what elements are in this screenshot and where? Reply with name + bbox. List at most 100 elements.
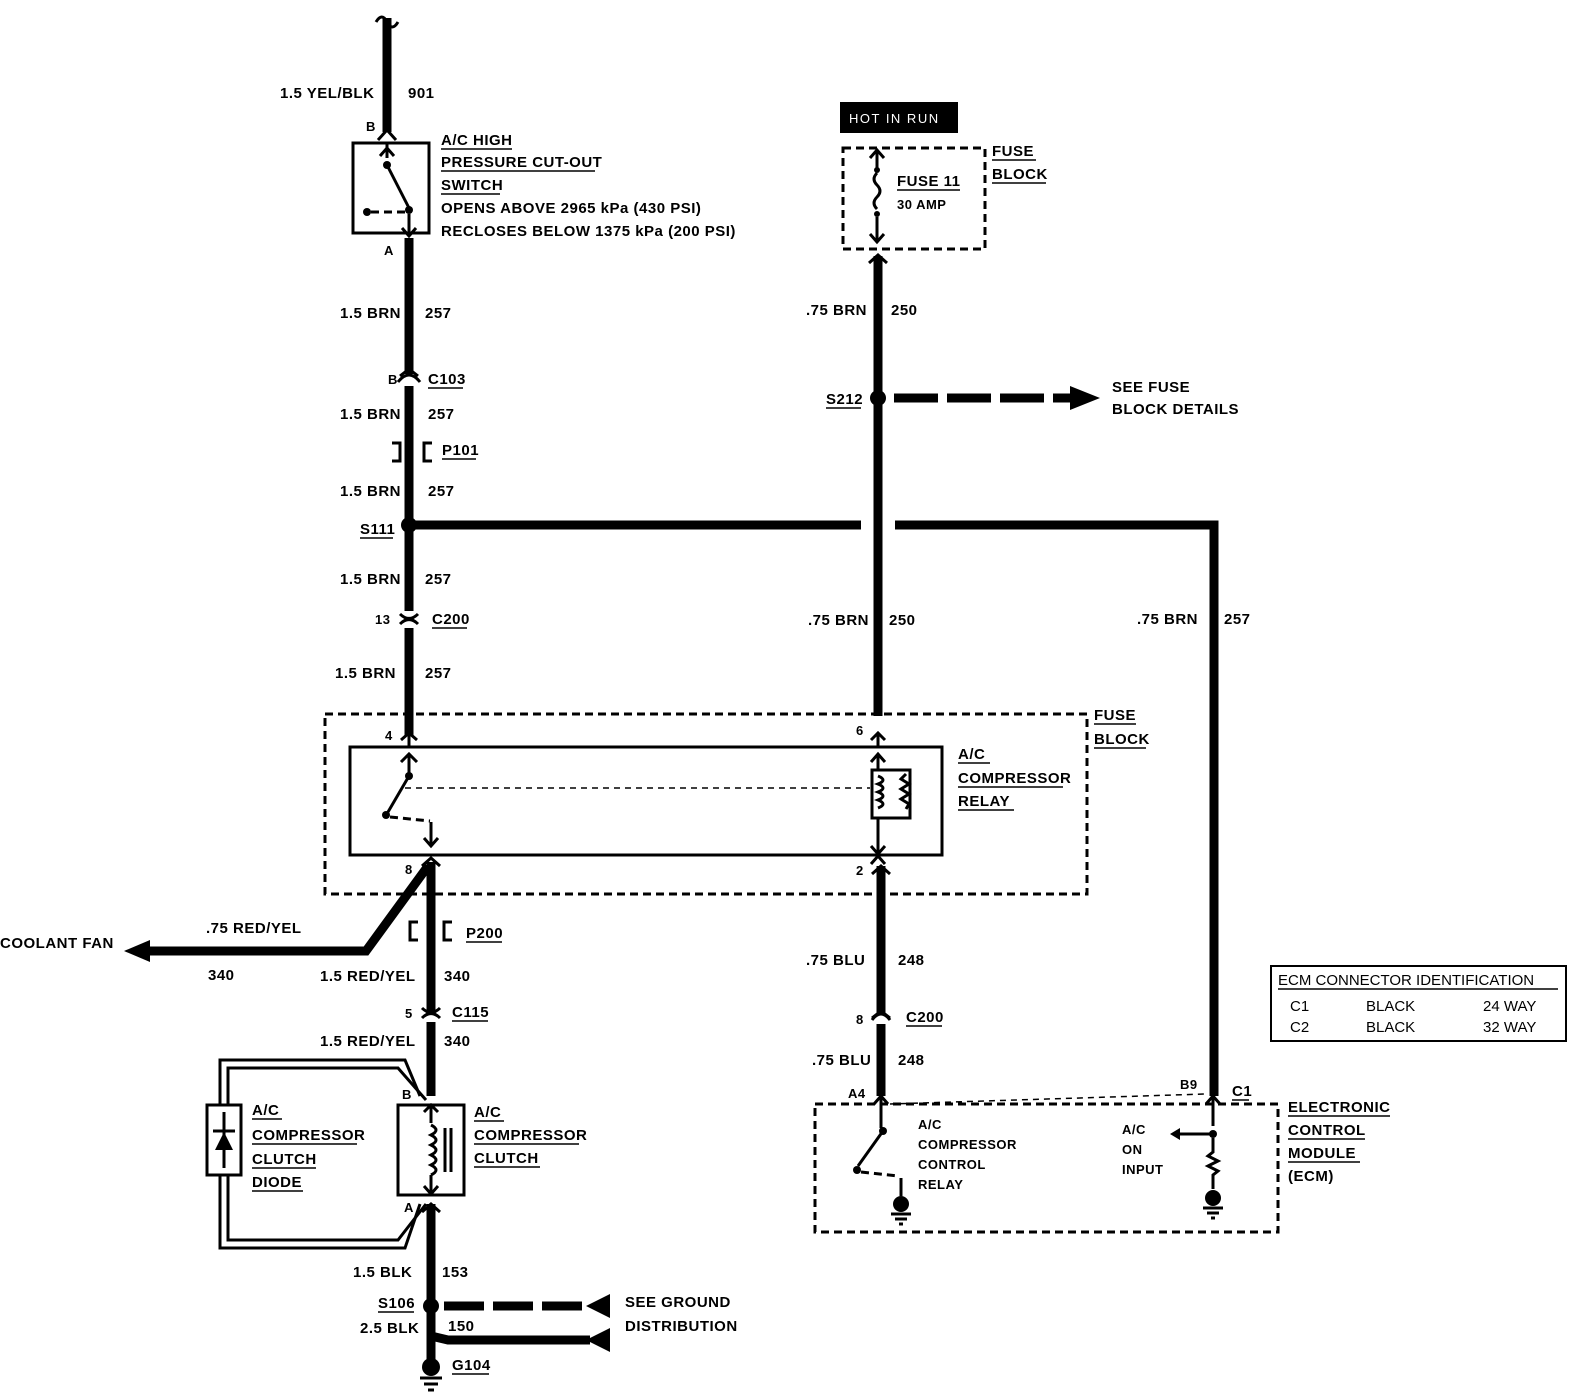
clutch-pin-a: A: [404, 1200, 414, 1215]
ecm-outline: [813, 1102, 1280, 1234]
c200-left-connector-symbol: [398, 612, 420, 626]
c115-pin: 5: [405, 1006, 413, 1021]
clutch-label-3: CLUTCH: [474, 1150, 539, 1167]
wire-250-label-1: .75 BRN: [806, 302, 867, 319]
ecm-input-label-3: INPUT: [1122, 1162, 1164, 1177]
wire-340-label-1: 1.5 RED/YEL: [320, 968, 416, 985]
wire-248-label-1: .75 BLU: [806, 952, 865, 969]
c1-pin: B9: [1180, 1077, 1198, 1092]
c103-label: C103: [428, 371, 466, 388]
fuse-11-rating: 30 AMP: [897, 197, 946, 212]
wire-257-label-6: .75 BRN: [1137, 611, 1198, 628]
relay-label-2: COMPRESSOR: [958, 770, 1071, 787]
wire-153-circuit: 153: [442, 1264, 469, 1281]
fuse-block-top-line1: FUSE: [992, 143, 1034, 160]
wire-257-circuit-1: 257: [425, 305, 452, 322]
c103-connector-symbol: [396, 373, 422, 383]
wire-901-circuit: 901: [408, 85, 435, 102]
wire-150-label: 2.5 BLK: [360, 1320, 419, 1337]
pressure-switch-title-2: PRESSURE CUT-OUT: [441, 154, 602, 171]
relay-fuse-block-line2: BLOCK: [1094, 731, 1150, 748]
see-ground-line1: SEE GROUND: [625, 1294, 731, 1311]
wire-257-circuit-4: 257: [425, 571, 452, 588]
relay-fuse-block-outline: [323, 712, 1089, 896]
wire-257-circuit-6: 257: [1224, 611, 1251, 628]
wire-248-circuit-2: 248: [898, 1052, 925, 1069]
ecm-input-label-2: ON: [1122, 1142, 1143, 1157]
c200-right-label: C200: [906, 1009, 944, 1026]
wire-250-label-2: .75 BRN: [808, 612, 869, 629]
pressure-switch-pin-b: B: [366, 119, 376, 134]
see-fuse-line1: SEE FUSE: [1112, 379, 1190, 396]
ecm-table-box: [1270, 965, 1567, 1042]
ecm-pin-a4: A4: [848, 1086, 866, 1101]
wire-150-circuit: 150: [448, 1318, 475, 1335]
wire-257-label-5: 1.5 BRN: [335, 665, 396, 682]
fuse-11-name: FUSE 11: [897, 173, 961, 190]
wire-901-label: 1.5 YEL/BLK: [280, 85, 374, 102]
hot-in-run-label: HOT IN RUN: [849, 111, 940, 126]
pressure-switch-title-1: A/C HIGH: [441, 132, 513, 149]
s212-label: S212: [826, 391, 863, 408]
clutch-coil-symbol: [396, 1102, 466, 1197]
s106-splice-dot: [423, 1298, 439, 1314]
wire-257-circuit-5: 257: [425, 665, 452, 682]
pressure-switch-title-3: SWITCH: [441, 177, 503, 194]
c200-left-pin: 13: [375, 612, 390, 627]
ecm-relay-label-2: COMPRESSOR: [918, 1137, 1017, 1152]
wire-250-circuit-1: 250: [891, 302, 918, 319]
hot-in-run-box: [840, 102, 958, 133]
fuse-block-top-line2: BLOCK: [992, 166, 1048, 183]
wire-340-circuit-1: 340: [444, 968, 471, 985]
fuse-11-symbol: [868, 147, 886, 245]
see-ground-arrows: [429, 1294, 610, 1352]
wire-248-circuit-1: 248: [898, 952, 925, 969]
pressure-switch-note-2: RECLOSES BELOW 1375 kPa (200 PSI): [441, 223, 736, 240]
ecm-relay-label-4: RELAY: [918, 1177, 963, 1192]
wire-153-label: 1.5 BLK: [353, 1264, 412, 1281]
relay-pin-8: 8: [405, 862, 413, 877]
c115-connector-symbol: [420, 1006, 442, 1020]
g104-ground-symbol: [420, 1358, 442, 1392]
diode-label-4: DIODE: [252, 1174, 302, 1191]
relay-fuse-block-line1: FUSE: [1094, 707, 1136, 724]
ecm-table-row2-ways: 32 WAY: [1483, 1019, 1536, 1036]
wire-257-label-4: 1.5 BRN: [340, 571, 401, 588]
diode-label-2: COMPRESSOR: [252, 1127, 365, 1144]
wire-340-circuit-2: 340: [444, 1033, 471, 1050]
clutch-pin-b: B: [402, 1087, 412, 1102]
g104-label: G104: [452, 1357, 491, 1374]
relay-pin-6: 6: [856, 723, 864, 738]
p101-label: P101: [442, 442, 479, 459]
p200-connector-symbol: [408, 920, 452, 942]
pressure-switch-note-1: OPENS ABOVE 2965 kPa (430 PSI): [441, 200, 701, 217]
ecm-table-title: ECM CONNECTOR IDENTIFICATION: [1278, 972, 1534, 989]
ecm-label-3: MODULE: [1288, 1145, 1356, 1162]
ecm-input-label-1: A/C: [1122, 1122, 1146, 1137]
wire-901: [374, 15, 400, 142]
ecm-control-relay-symbol: [853, 1093, 911, 1226]
coolant-fan-label: COOLANT FAN: [0, 935, 114, 952]
ecm-relay-label-3: CONTROL: [918, 1157, 986, 1172]
ecm-label-2: CONTROL: [1288, 1122, 1366, 1139]
see-fuse-arrow: [894, 386, 1100, 410]
diode-loop: [218, 1058, 428, 1250]
relay-label-3: RELAY: [958, 793, 1010, 810]
relay-coil-symbol: [869, 730, 912, 865]
wire-340-fan-circuit: 340: [208, 967, 235, 984]
diode-label-3: CLUTCH: [252, 1151, 317, 1168]
c103-pin: B: [388, 372, 398, 387]
ecm-ac-input-symbol: [1170, 1093, 1223, 1220]
c200-right-pin: 8: [856, 1012, 864, 1027]
relay-contact-symbol: [382, 731, 870, 849]
wire-257-label-3: 1.5 BRN: [340, 483, 401, 500]
ecm-table-row1-conn: C1: [1290, 998, 1309, 1015]
s111-label: S111: [360, 521, 395, 538]
c200-left-label: C200: [432, 611, 470, 628]
wire-257-label-2: 1.5 BRN: [340, 406, 401, 423]
ecm-table-row1-ways: 24 WAY: [1483, 998, 1536, 1015]
c200-right-connector-symbol: [870, 1009, 892, 1021]
s212-splice-dot: [870, 390, 886, 406]
compressor-relay-box: [348, 745, 944, 857]
